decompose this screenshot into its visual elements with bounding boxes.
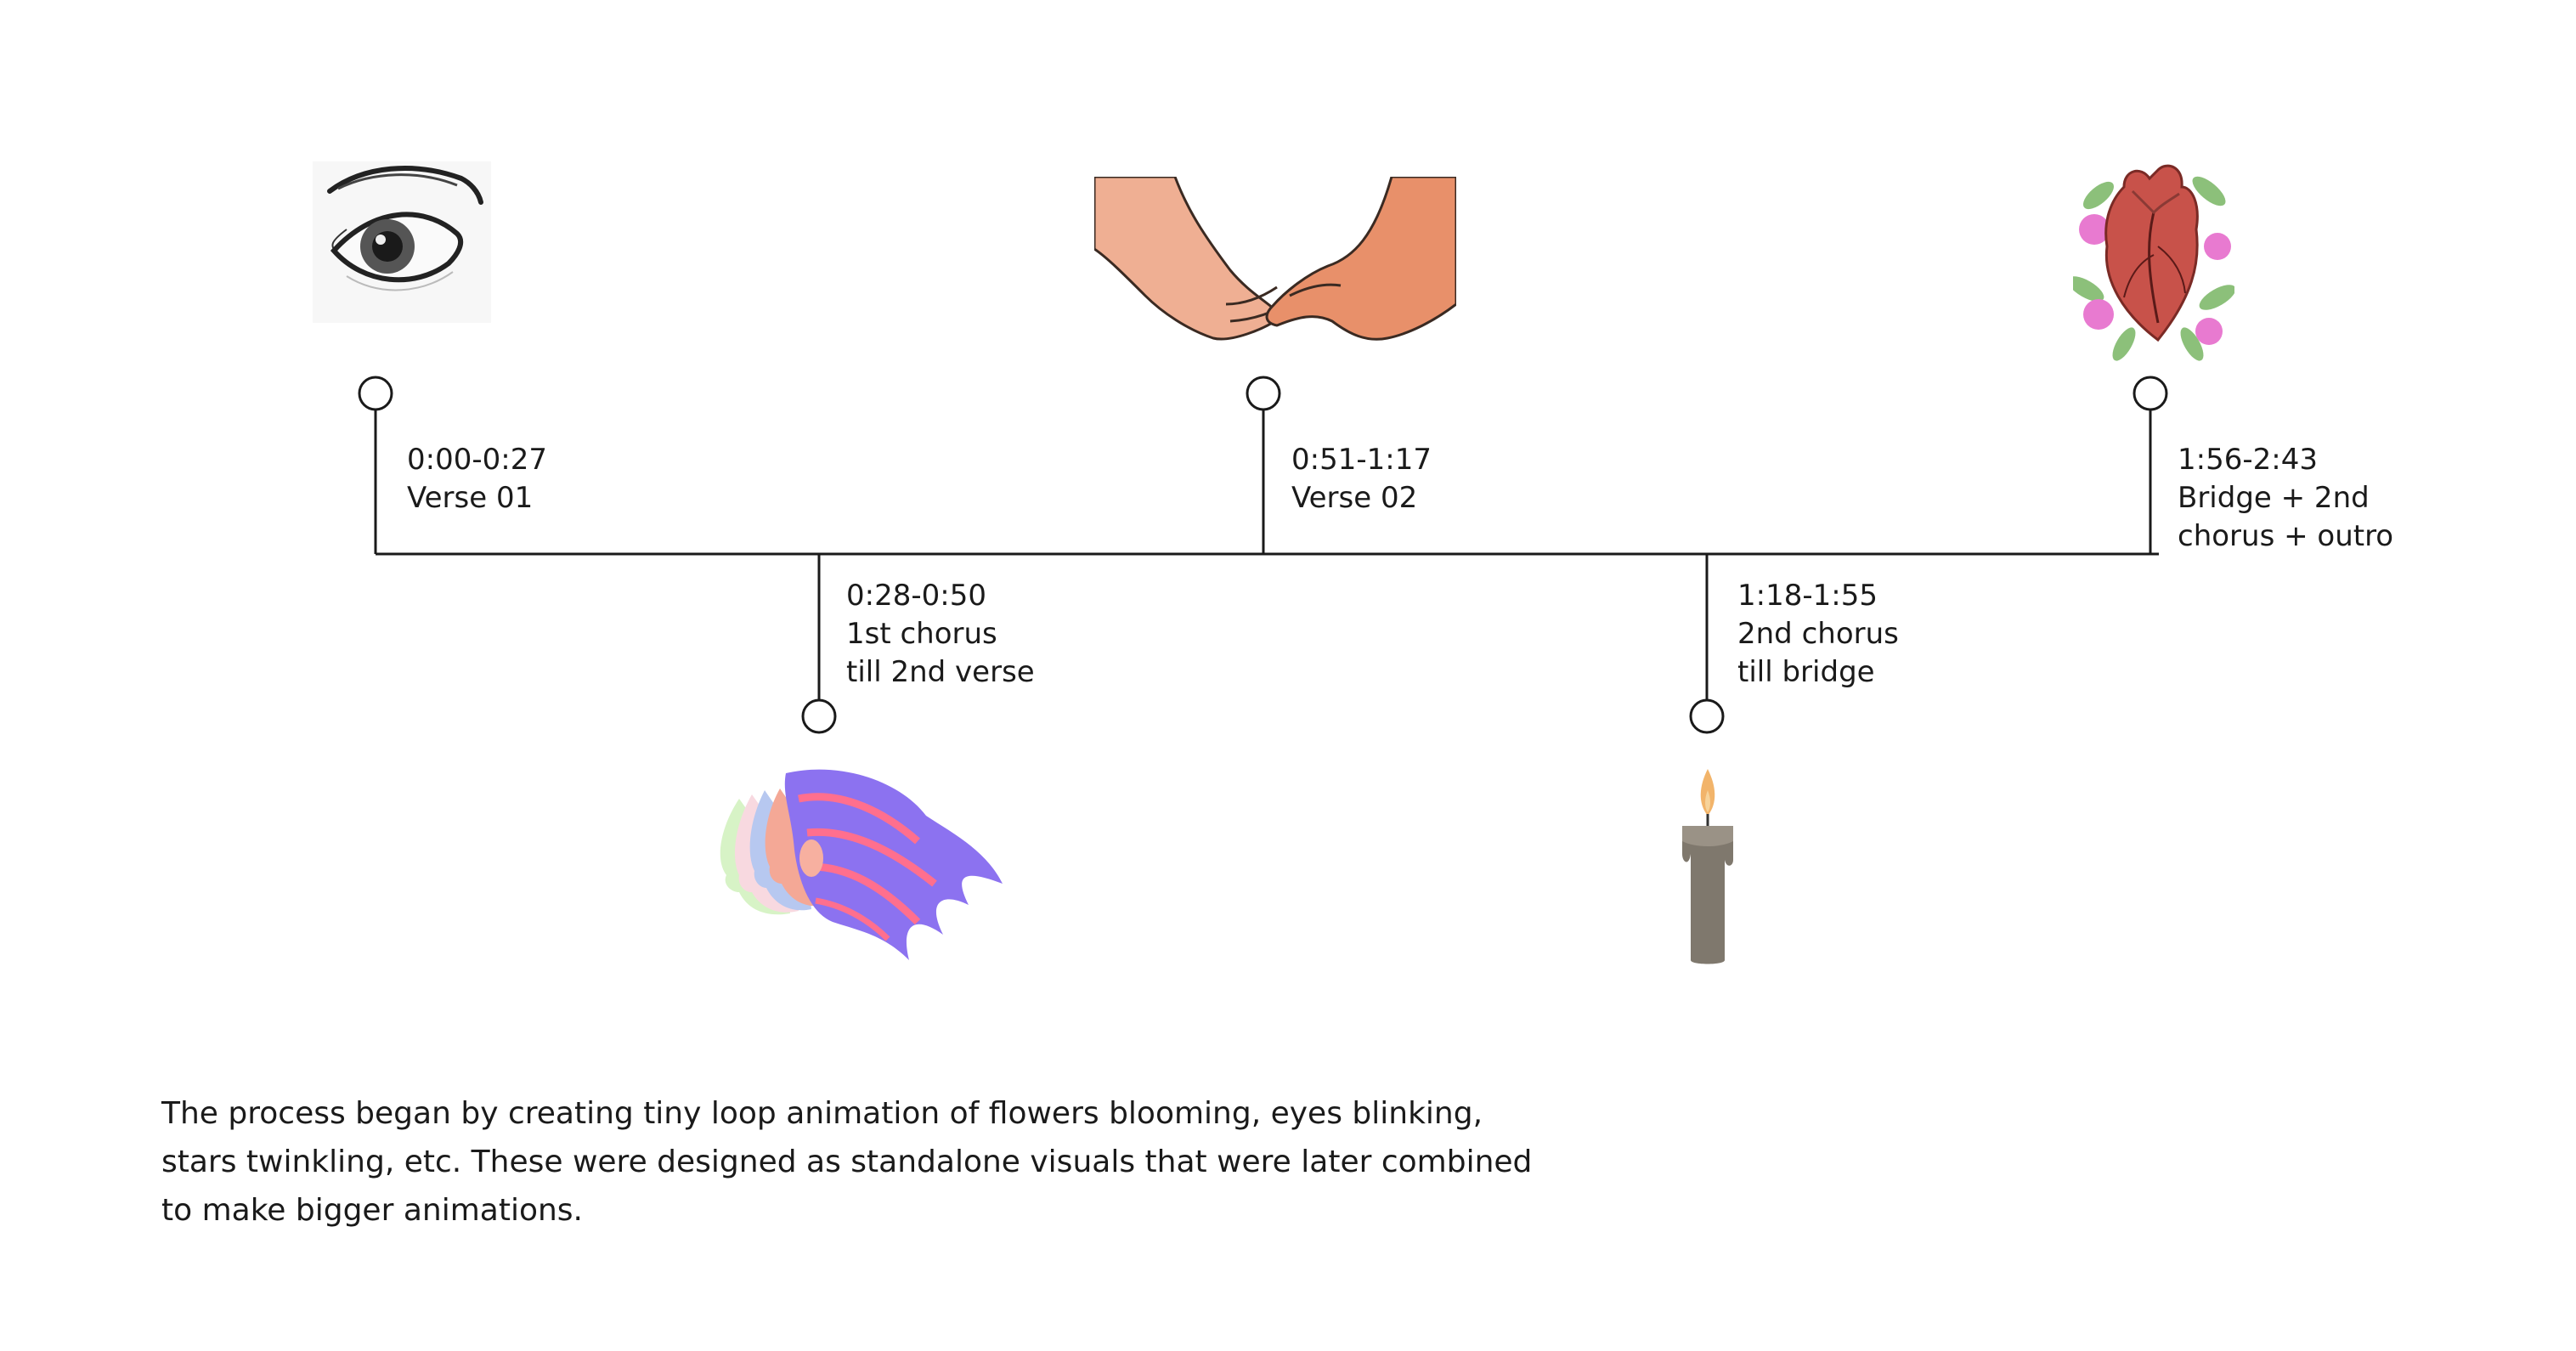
event-text: 1st chorus	[846, 617, 997, 651]
event-time: 0:51-1:17	[1291, 443, 1432, 477]
event-time: 1:18-1:55	[1737, 579, 1878, 613]
node-verse-02	[1246, 376, 1281, 411]
node-bridge	[2133, 376, 2168, 411]
event-text: till 2nd verse	[846, 655, 1035, 689]
event-label-verse-01: 0:00-0:27 Verse 01	[407, 441, 547, 517]
event-label-verse-02: 0:51-1:17 Verse 02	[1291, 441, 1432, 517]
event-label-1st-chorus: 0:28-0:50 1st chorus till 2nd verse	[846, 577, 1035, 692]
flowing-hair-profile-icon	[720, 769, 1003, 960]
event-time: 0:28-0:50	[846, 579, 986, 613]
eye-icon	[313, 161, 491, 323]
event-label-2nd-chorus: 1:18-1:55 2nd chorus till bridge	[1737, 577, 1899, 692]
floral-heart-icon	[2073, 164, 2234, 361]
event-text: Verse 02	[1291, 481, 1418, 515]
node-2nd-chorus	[1689, 698, 1725, 734]
candle-icon	[1682, 769, 1733, 964]
event-text: till bridge	[1737, 655, 1875, 689]
event-text: Verse 01	[407, 481, 534, 515]
event-time: 0:00-0:27	[407, 443, 547, 477]
node-1st-chorus	[801, 698, 837, 734]
holding-hands-icon	[1094, 177, 1456, 341]
event-text: Bridge + 2nd	[2178, 481, 2370, 515]
description-paragraph: The process began by creating tiny loop …	[161, 1096, 1533, 1228]
event-text: 2nd chorus	[1737, 617, 1899, 651]
node-verse-01	[358, 376, 393, 411]
event-text: chorus + outro	[2178, 519, 2394, 553]
event-label-bridge: 1:56-2:43 Bridge + 2nd chorus + outro	[2178, 441, 2393, 556]
event-time: 1:56-2:43	[2178, 443, 2318, 477]
